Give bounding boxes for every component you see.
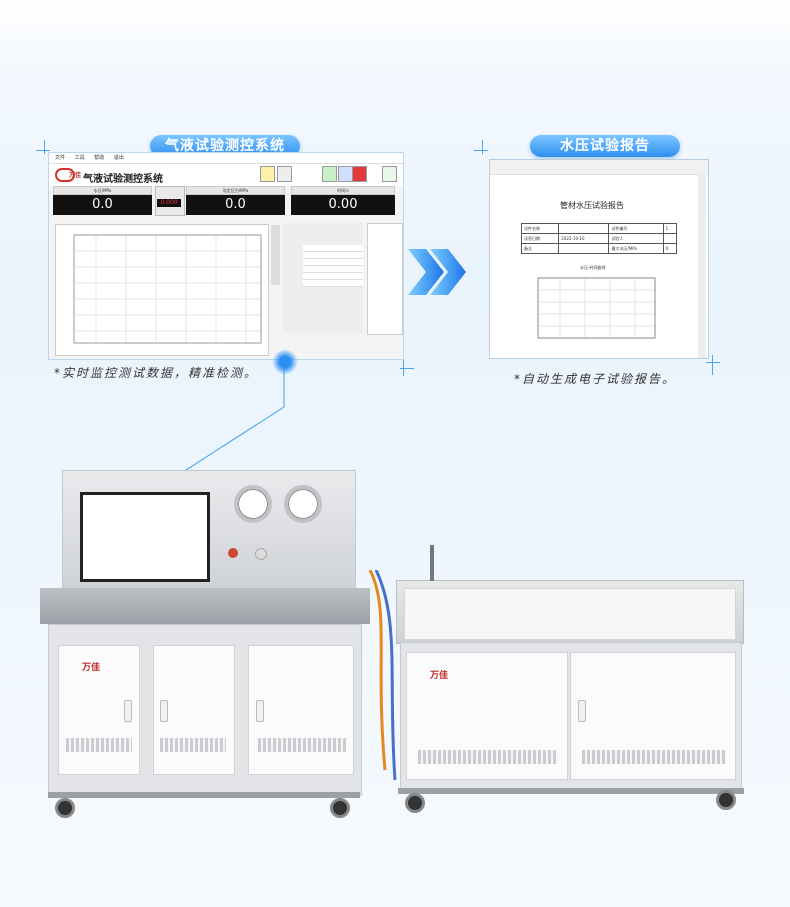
report-doc-title: 管材水压试验报告 <box>560 201 624 210</box>
cabinet-door[interactable] <box>58 645 140 775</box>
caster-wheel <box>716 790 736 810</box>
table-cell: 1 <box>662 223 678 234</box>
table-cell: 备注 <box>520 243 560 254</box>
table-cell: 2022-10-10 <box>558 233 610 244</box>
base-frame <box>48 792 360 798</box>
indicator-red <box>228 548 238 558</box>
readout-time: 0.00 <box>291 195 395 215</box>
tank-front-panel <box>404 588 736 640</box>
param-row[interactable] <box>303 252 363 259</box>
table-cell <box>558 223 610 234</box>
indicator-white <box>255 548 267 560</box>
pressure-chart-grid <box>73 234 262 344</box>
table-row: 试件名称 试件编号 1 <box>520 223 678 234</box>
data-table-panel <box>367 223 403 335</box>
machine-brand-logo: 万佳 <box>430 671 449 681</box>
menu-item-tools[interactable]: 工具 <box>74 155 85 161</box>
caster-wheel <box>330 798 350 818</box>
brand-name: 万佳 <box>69 172 82 179</box>
table-cell: 试件编号 <box>608 223 664 234</box>
machine-brand-logo: 万佳 <box>82 663 101 673</box>
table-row: 备注 最大水压/MPa 0 <box>520 243 678 254</box>
pause-button[interactable] <box>338 166 353 182</box>
param-row[interactable] <box>303 259 363 266</box>
table-cell: 试验人 <box>608 233 664 244</box>
mini-readout: 0.000 <box>157 199 181 207</box>
vent-grille <box>66 738 132 752</box>
console-screen[interactable] <box>80 492 210 582</box>
software-caption: *实时监控测试数据，精准检测。 <box>54 366 259 380</box>
software-screenshot: 文件 工具 帮助 退出 万佳 气液试验测控系统 水压/MPa 0.0 0.000… <box>48 152 404 360</box>
cabinet-handle[interactable] <box>124 700 132 722</box>
hose-lines <box>368 570 397 781</box>
menu-item-file[interactable]: 文件 <box>55 155 66 161</box>
report-title-pill: 水压试验报告 <box>530 135 680 157</box>
app-header: 万佳 气液试验测控系统 <box>49 164 403 186</box>
vent-grille <box>160 738 226 752</box>
table-row: 试验日期 2022-10-10 试验人 <box>520 233 678 244</box>
chevron-right-icon <box>408 249 466 295</box>
param-row[interactable] <box>303 245 363 252</box>
pressure-gauge <box>284 485 322 523</box>
pressure-gauge <box>234 485 272 523</box>
table-cell: 0 <box>662 243 678 254</box>
start-button[interactable] <box>322 166 337 182</box>
menu-item-exit[interactable]: 退出 <box>113 155 124 161</box>
desk-top <box>40 588 370 624</box>
readout-pressure: 0.0 <box>53 195 152 215</box>
vent-grille <box>258 738 346 752</box>
tank-faucet <box>430 545 434 581</box>
report-table: 试件名称 试件编号 1 试验日期 2022-10-10 试验人 备注 最大水压/… <box>520 223 678 254</box>
cabinet-handle[interactable] <box>160 700 168 722</box>
caster-wheel <box>405 793 425 813</box>
table-cell: 试件名称 <box>520 223 560 234</box>
readout-header-pressure: 水压/MPa <box>53 186 152 195</box>
vent-grille <box>418 750 558 764</box>
cabinet-handle[interactable] <box>578 700 586 722</box>
param-row[interactable] <box>303 266 363 273</box>
report-toolbar <box>490 160 708 175</box>
connector-line <box>143 362 285 498</box>
stop-button[interactable] <box>352 166 367 182</box>
cabinet-door[interactable] <box>248 645 354 775</box>
exit-button[interactable] <box>382 166 397 182</box>
readout-header-time: 时间/s <box>291 186 395 195</box>
table-cell: 最大水压/MPa <box>608 243 664 254</box>
pressure-chart <box>55 224 269 356</box>
table-cell: 试验日期 <box>520 233 560 244</box>
parameter-panel <box>283 223 363 333</box>
table-cell <box>558 243 610 254</box>
app-title: 气液试验测控系统 <box>83 174 163 185</box>
report-caption: *自动生成电子试验报告。 <box>514 372 677 386</box>
glow-dot <box>272 349 298 375</box>
base-frame <box>398 788 744 794</box>
caster-wheel <box>55 798 75 818</box>
chart-side-toolbar <box>271 225 280 285</box>
cabinet-handle[interactable] <box>256 700 264 722</box>
menu-item-help[interactable]: 帮助 <box>94 155 105 161</box>
menu-bar: 文件 工具 帮助 退出 <box>49 153 403 164</box>
report-scrollbar[interactable] <box>698 174 706 358</box>
vent-grille <box>582 750 726 764</box>
software-title-pill: 气液试验测控系统 <box>150 135 300 157</box>
report-chart-title: 水压-时间曲线 <box>580 265 606 270</box>
report-chart <box>537 277 656 339</box>
param-row[interactable] <box>303 273 363 280</box>
report-page <box>496 176 694 352</box>
readout-header-setpoint: 设定压力/MPa <box>186 186 285 195</box>
brand-logo-icon <box>55 168 75 182</box>
param-row[interactable] <box>303 280 363 287</box>
open-icon[interactable] <box>260 166 275 182</box>
print-icon[interactable] <box>277 166 292 182</box>
table-cell <box>662 233 678 244</box>
readout-setpoint: 0.0 <box>186 195 285 215</box>
